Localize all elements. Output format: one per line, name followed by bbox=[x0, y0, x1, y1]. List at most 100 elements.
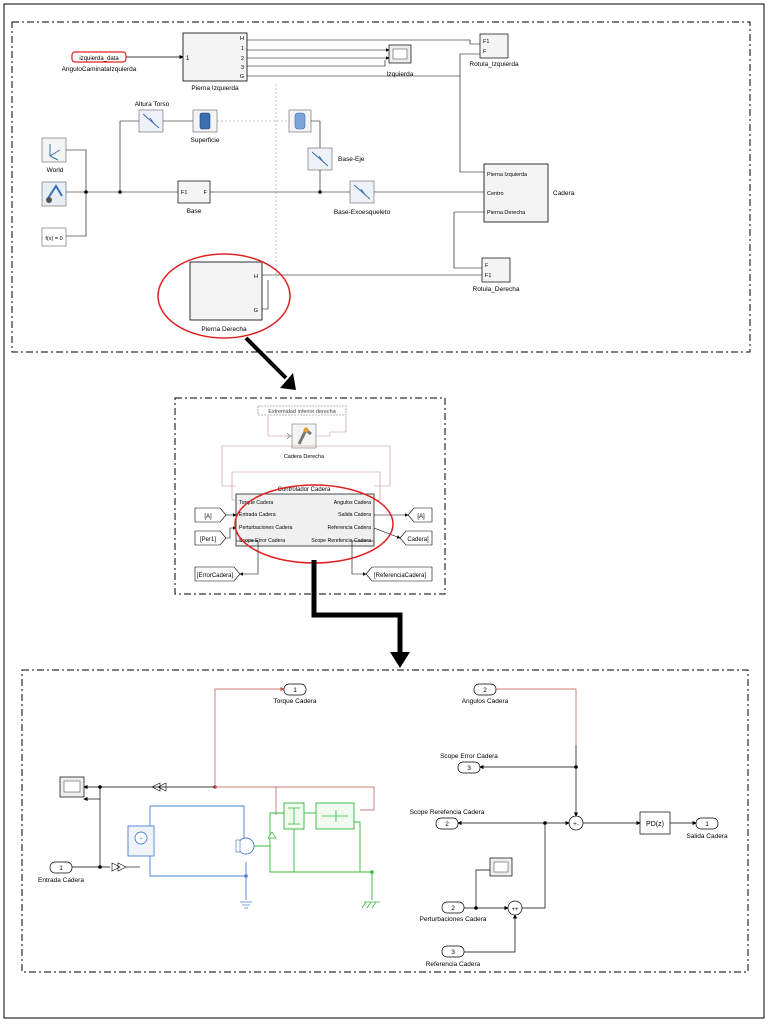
mid-panel-frame bbox=[174, 397, 446, 595]
mechanism-config-block[interactable] bbox=[41, 181, 67, 207]
world-frame-icon bbox=[49, 144, 61, 161]
control-signal-wires bbox=[457, 745, 697, 953]
goto-tag-a-label: [A] bbox=[417, 514, 425, 520]
angulos-cadera-inport[interactable] bbox=[473, 683, 497, 696]
base-eje-label: Base-Eje bbox=[338, 156, 365, 163]
base-port-f: F bbox=[204, 190, 208, 196]
pierna-izquierda-port-3: 3 bbox=[241, 65, 244, 71]
red-signal-wires bbox=[214, 686, 577, 815]
goto-tag-referencia[interactable] bbox=[365, 566, 433, 582]
pierna-izquierda-block[interactable] bbox=[182, 32, 248, 82]
controlador-title: Controlador Cadera bbox=[278, 487, 331, 493]
controlador-in-entrada: Entrada Cadera bbox=[239, 512, 276, 518]
pierna-izquierda-port-h: H bbox=[240, 36, 244, 42]
voltage-source-icon[interactable] bbox=[134, 831, 148, 845]
controlador-out-scope-ref: Scope Rerefencia Cadera bbox=[311, 538, 371, 544]
cadera-block[interactable] bbox=[483, 163, 549, 223]
extremidad-title: Extremidad inferior derecha bbox=[268, 409, 337, 415]
controlador-out-angulos: Angulos Cadera bbox=[334, 500, 371, 506]
scope-izquierda-label: Izquierda bbox=[387, 71, 414, 78]
referencia-label: Referencia Cadera bbox=[426, 961, 481, 968]
cadera-port-pierna-derecha: Pierna Derecha bbox=[487, 210, 526, 216]
sum-perturbacion-block[interactable] bbox=[507, 900, 523, 916]
cadera-derecha-block[interactable] bbox=[291, 423, 317, 449]
controlador-out-referencia: Referencia Cadera bbox=[327, 525, 371, 531]
cylinder-icon bbox=[294, 112, 306, 130]
electrical-ground-icon bbox=[240, 901, 252, 909]
sum-perturbacion-signs: ++ bbox=[511, 907, 519, 913]
from-tag-per1-label: [Per1] bbox=[200, 537, 216, 543]
controlador-in-torque: Torque Cadera bbox=[239, 500, 273, 506]
entrada-cadera-inport[interactable] bbox=[49, 861, 73, 874]
controlador-in-scope-error: Scope Error Cadera bbox=[239, 538, 285, 544]
pierna-izquierda-port-2: 2 bbox=[241, 56, 244, 62]
transform-icon bbox=[142, 113, 160, 129]
scope-error-label: Scope Error Cadera bbox=[440, 753, 498, 760]
from-tag-per1[interactable] bbox=[194, 530, 227, 546]
gain-feedback-icon bbox=[151, 782, 167, 792]
from-tag-a[interactable] bbox=[194, 507, 227, 523]
goto-label: AnguloCaminataIzquierda bbox=[62, 66, 137, 73]
solver-config-block[interactable] bbox=[41, 227, 67, 247]
torque-cadera-num: 1 bbox=[293, 687, 297, 694]
controlador-in-perturbaciones: Perturbaciones Cadera bbox=[239, 525, 292, 531]
pierna-izquierda-port-g: G bbox=[240, 74, 244, 80]
gain-input-icon bbox=[111, 862, 127, 872]
transform-icon bbox=[311, 151, 329, 167]
highlight-pierna-derecha bbox=[157, 253, 291, 339]
goto-tag: izquierda_data bbox=[79, 56, 119, 62]
world-label: World bbox=[47, 167, 64, 174]
frame-connections bbox=[66, 120, 484, 269]
perturbaciones-inport[interactable] bbox=[441, 901, 465, 914]
pierna-derecha-port-g: G bbox=[254, 308, 258, 314]
dc-motor-block[interactable] bbox=[237, 837, 255, 855]
pierna-derecha-label: Pierna Derecha bbox=[201, 326, 247, 333]
entrada-cadera-label: Entrada Cadera bbox=[38, 877, 84, 884]
gear-icon bbox=[46, 197, 52, 203]
altura-torso-label: Altura Torso bbox=[135, 101, 170, 108]
sensor-icon bbox=[267, 831, 277, 839]
motor-terminal-icon bbox=[235, 839, 241, 853]
cadera-label: Cadera bbox=[553, 190, 575, 197]
scope-referencia-label: Scope Rerefencia Cadera bbox=[410, 809, 485, 816]
scope-screen-icon bbox=[392, 48, 408, 60]
referencia-inport[interactable] bbox=[441, 945, 465, 958]
zoom-arrow-1 bbox=[244, 336, 296, 390]
transform-icon bbox=[353, 184, 371, 200]
base-label: Base bbox=[187, 208, 202, 215]
pd-label: PD(z) bbox=[646, 821, 664, 828]
goto-tag-cadera[interactable] bbox=[399, 530, 433, 546]
mid-subsystem-panel: Extremidad inferior derecha Cadera Derec… bbox=[174, 397, 446, 595]
voltage-source-sign: + bbox=[140, 836, 143, 842]
controlador-cadera-block[interactable] bbox=[235, 493, 375, 547]
superficie-label: Superficie bbox=[191, 137, 220, 144]
pierna-derecha-port-h: H bbox=[254, 274, 258, 280]
extremidad-title-box bbox=[257, 405, 347, 416]
from-tag-a-label: [A] bbox=[204, 514, 212, 520]
angulos-cadera-num: 2 bbox=[483, 687, 487, 694]
pierna-derecha-block[interactable] bbox=[189, 261, 263, 321]
scope-referencia-num: 2 bbox=[445, 821, 449, 828]
controlador-out-salida: Salida Cadera bbox=[338, 512, 371, 518]
rotula-derecha-block[interactable] bbox=[481, 257, 511, 283]
cadera-derecha-label: Cadera Derecha bbox=[284, 454, 325, 460]
rotula-izquierda-label: Rotula_Izquierda bbox=[469, 61, 519, 68]
mechanical-network-wires bbox=[254, 802, 373, 900]
goto-tag-error-label: [ErrorCadera] bbox=[197, 573, 234, 579]
rotula-derecha-label: Rotula_Derecha bbox=[473, 286, 520, 293]
rotula-derecha-port-f1: F1 bbox=[485, 273, 491, 279]
rotula-izquierda-block[interactable] bbox=[479, 33, 509, 59]
salida-cadera-num: 1 bbox=[705, 821, 709, 828]
goto-tag-error[interactable] bbox=[194, 566, 241, 582]
entrada-cadera-num: 1 bbox=[59, 865, 63, 872]
pierna-izquierda-port-1: 1 bbox=[241, 46, 244, 52]
cadera-port-pierna-izquierda: Pierna Izquierda bbox=[487, 172, 528, 178]
solid-icon bbox=[199, 112, 211, 130]
page-frame bbox=[3, 3, 765, 1019]
base-exoesqueleto-label: Base-Exoesqueleto bbox=[334, 209, 391, 216]
world-block[interactable] bbox=[41, 137, 67, 163]
goto-tag-a[interactable] bbox=[407, 507, 433, 523]
physical-network-wires bbox=[127, 805, 247, 900]
base-port-f1: F1 bbox=[181, 190, 187, 196]
